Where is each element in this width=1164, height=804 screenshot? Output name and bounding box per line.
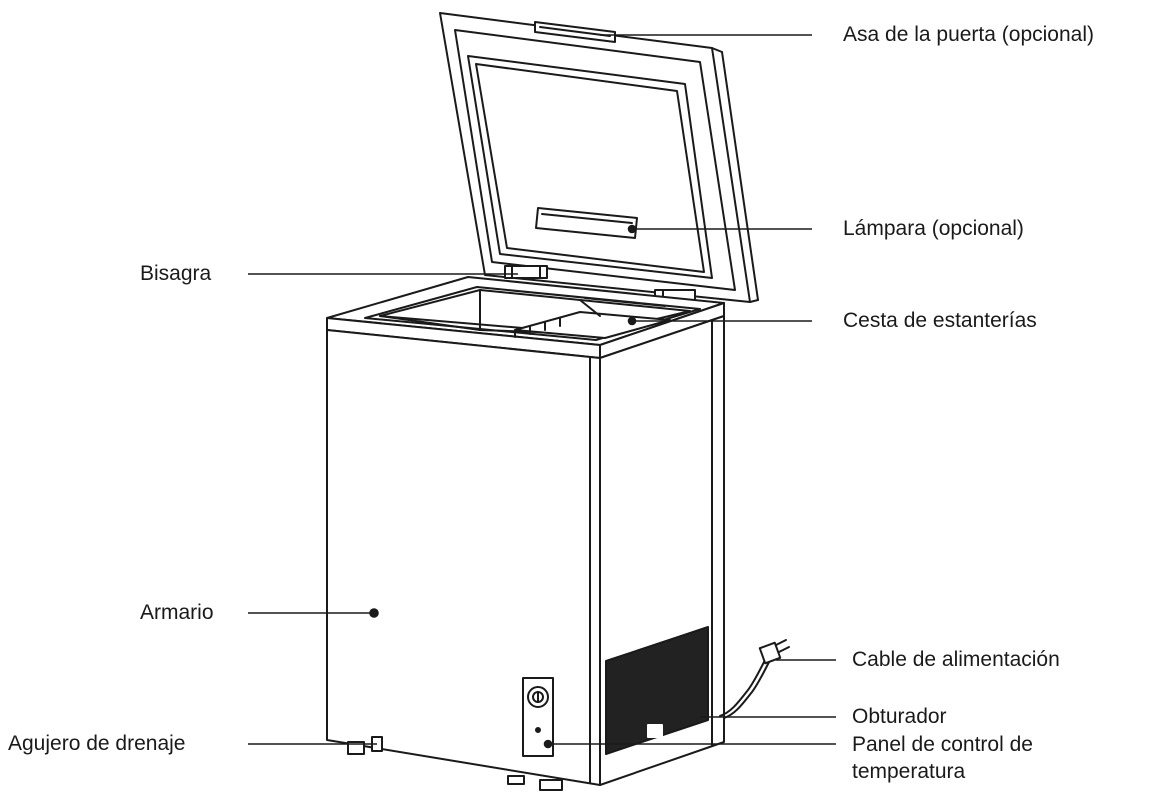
label-cabinet: Armario bbox=[140, 601, 214, 624]
cabinet-feet bbox=[347, 741, 563, 791]
label-door-handle: Asa de la puerta (opcional) bbox=[843, 23, 1094, 46]
lamp-shape bbox=[535, 207, 638, 239]
cabinet-body bbox=[326, 329, 601, 786]
label-shelf-basket: Cesta de estanterías bbox=[843, 309, 1037, 332]
label-drain-hole: Agujero de drenaje bbox=[8, 732, 186, 755]
label-lamp: Lámpara (opcional) bbox=[843, 217, 1024, 240]
label-shutter: Obturador bbox=[852, 705, 947, 728]
label-power-cable: Cable de alimentación bbox=[852, 648, 1060, 671]
power-cable-shape bbox=[719, 639, 790, 719]
door-handle-shape bbox=[534, 21, 616, 43]
label-hinge: Bisagra bbox=[140, 262, 212, 285]
label-temp-panel: Panel de control de temperatura bbox=[852, 733, 1033, 784]
freezer-lid bbox=[439, 12, 759, 303]
shutter-grill bbox=[605, 626, 709, 755]
leader-lines bbox=[248, 34, 836, 749]
